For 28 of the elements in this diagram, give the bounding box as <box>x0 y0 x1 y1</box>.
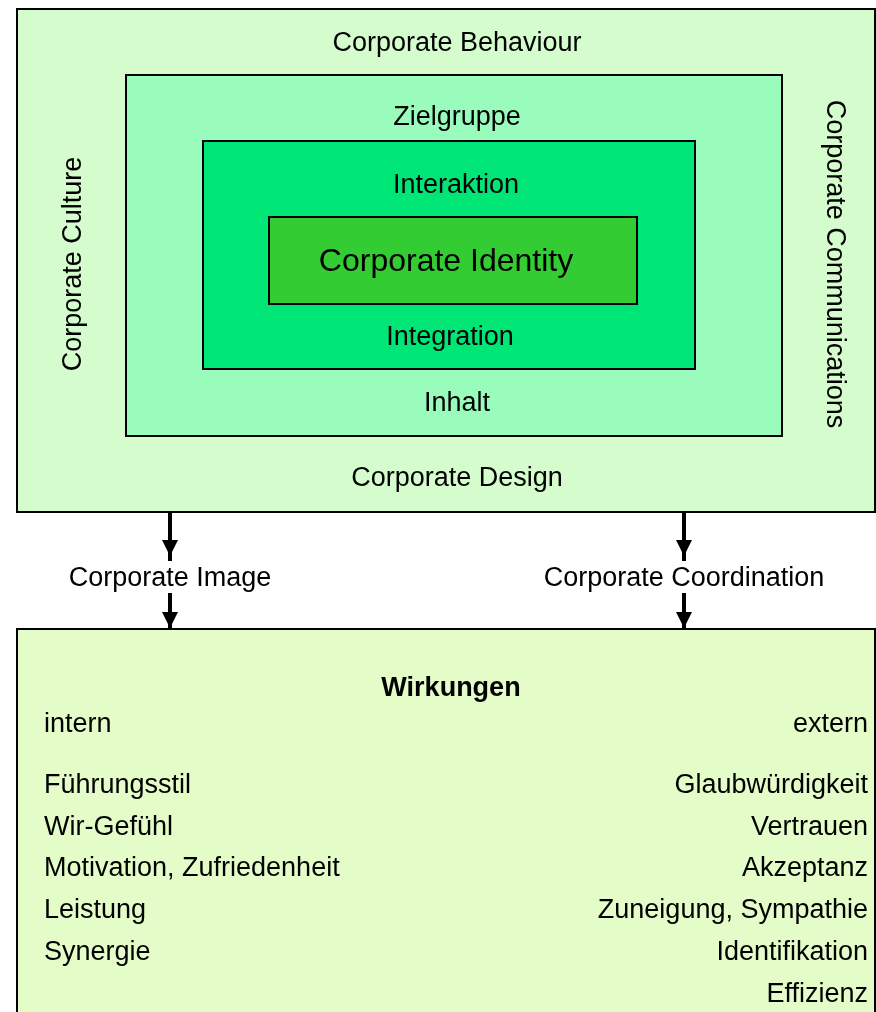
effects-box <box>16 628 876 1012</box>
label-text: Corporate Communications <box>820 99 852 429</box>
label-text: extern <box>792 707 868 739</box>
outer-box <box>16 8 876 513</box>
label-text: Corporate Behaviour <box>332 26 582 58</box>
core-box <box>268 216 638 305</box>
label-text: Corporate Design <box>351 461 563 493</box>
heading: Wirkungen <box>381 671 521 703</box>
label-text: Akzeptanz <box>741 851 868 883</box>
label-text: Synergie <box>44 935 151 967</box>
label-text: Identifikation <box>716 935 868 967</box>
inner-box <box>202 140 696 370</box>
label-text: Motivation, Zufriedenheit <box>44 851 340 883</box>
label-text: intern <box>44 707 112 739</box>
label-text: Interaktion <box>392 168 520 200</box>
label-text: Corporate Identity <box>318 244 574 276</box>
label-text: Corporate Culture <box>56 156 88 372</box>
label-text: Zielgruppe <box>393 100 521 132</box>
middle-box <box>125 74 783 437</box>
label-text: Führungsstil <box>44 768 192 800</box>
label-text: Wir-Gefühl <box>44 810 173 842</box>
label-text: Effizienz <box>766 977 868 1009</box>
label-text: Inhalt <box>423 386 491 418</box>
label-text: Integration <box>386 320 514 352</box>
label-text: Vertrauen <box>750 810 868 842</box>
label-text: Leistung <box>44 893 147 925</box>
label-text: Zuneigung, Sympathie <box>597 893 868 925</box>
label-text: Glaubwürdigkeit <box>674 768 868 800</box>
